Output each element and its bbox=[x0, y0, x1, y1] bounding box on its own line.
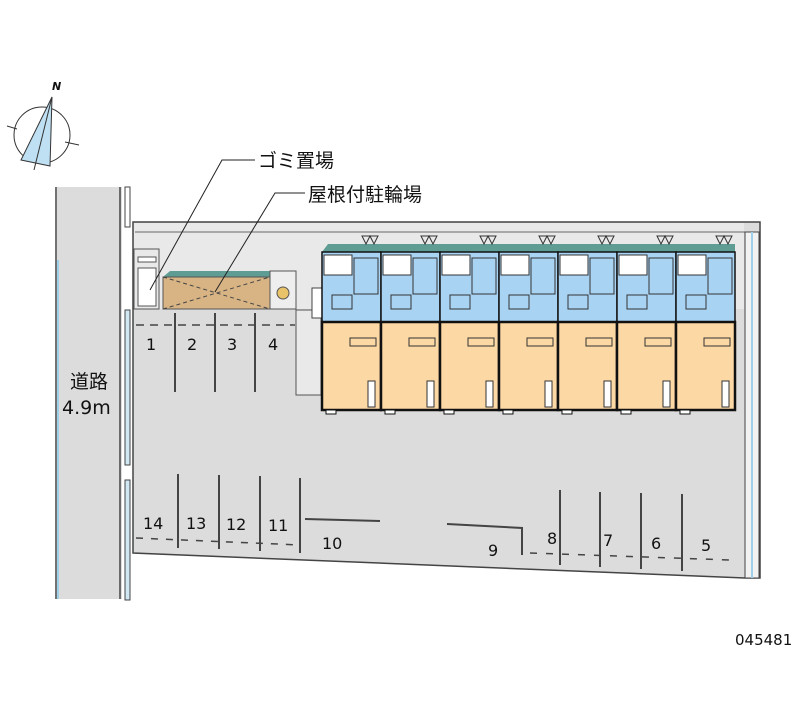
space-12: 12 bbox=[226, 515, 246, 534]
property-code: 045481 bbox=[735, 631, 792, 649]
space-10: 10 bbox=[322, 534, 342, 553]
apartment-unit bbox=[556, 234, 619, 415]
space-13: 13 bbox=[186, 514, 206, 533]
bike-shed bbox=[162, 270, 297, 310]
road: 道路 4.9m bbox=[55, 186, 131, 601]
space-3: 3 bbox=[227, 335, 237, 354]
compass-icon: N bbox=[6, 80, 80, 171]
apartment-unit bbox=[320, 234, 383, 415]
space-4: 4 bbox=[268, 335, 278, 354]
north-label: N bbox=[52, 80, 61, 93]
apartment-unit bbox=[615, 234, 678, 415]
callouts: ゴミ置場 屋根付駐輪場 bbox=[149, 150, 422, 293]
space-2: 2 bbox=[187, 335, 197, 354]
road-label: 道路 bbox=[70, 371, 108, 393]
apartment-unit bbox=[497, 234, 560, 415]
bike-shed-callout: 屋根付駐輪場 bbox=[308, 184, 422, 206]
space-1: 1 bbox=[146, 335, 156, 354]
road-width: 4.9m bbox=[62, 397, 111, 419]
apartment-building bbox=[311, 234, 737, 415]
space-5: 5 bbox=[701, 536, 711, 555]
garbage-area bbox=[137, 267, 157, 307]
apartment-unit bbox=[438, 234, 501, 415]
apartment-unit bbox=[379, 234, 442, 415]
apartment-unit bbox=[674, 234, 737, 415]
space-9: 9 bbox=[488, 541, 498, 560]
roof bbox=[322, 244, 735, 252]
space-14: 14 bbox=[143, 514, 163, 533]
space-6: 6 bbox=[651, 534, 661, 553]
space-8: 8 bbox=[547, 529, 557, 548]
parking-lines bbox=[135, 313, 731, 571]
parking-numbers: 1 2 3 4 14 13 12 11 10 9 8 7 6 5 bbox=[143, 335, 711, 560]
space-11: 11 bbox=[268, 516, 288, 535]
space-7: 7 bbox=[603, 531, 613, 550]
garbage-callout: ゴミ置場 bbox=[258, 150, 334, 172]
